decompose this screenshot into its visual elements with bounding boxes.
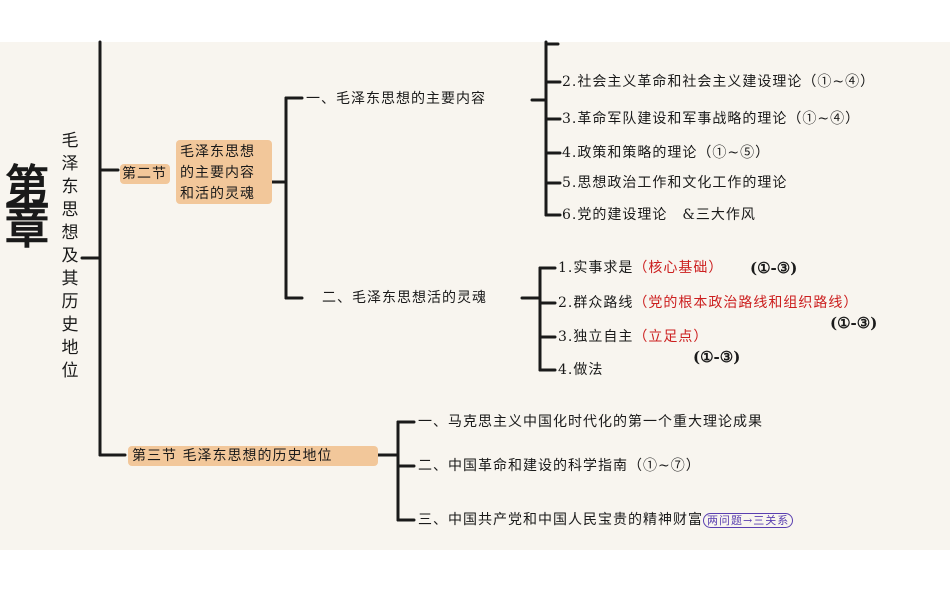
section2-title-line: 的主要内容 (180, 165, 255, 181)
section3-title-text: 毛泽东思想的历史地位 (182, 448, 333, 464)
section2-title-line: 毛泽东思想 (180, 144, 255, 160)
branch2-item-text: 2.群众路线 (558, 295, 634, 311)
branch2-item: 1.实事求是（核心基础） (558, 260, 723, 277)
chapter-char: 章 (5, 203, 49, 254)
branch2-item-text: 3.独立自主 (558, 329, 634, 345)
branch2-item-note: （党的根本政治路线和组织路线） (633, 295, 859, 311)
section3-tip: 两问题→三关系 (703, 513, 794, 528)
branch1-item: 2.社会主义革命和社会主义建设理论（①~④） (562, 74, 876, 90)
section3-label: 第三节 (132, 448, 177, 464)
branch2-item: 3.独立自主（立足点） (558, 329, 708, 346)
section2-label-highlight (120, 164, 170, 184)
branch2-item: 2.群众路线（党的根本政治路线和组织路线） (558, 295, 858, 312)
branch1-item: 3.革命军队建设和军事战略的理论（①~④） (562, 111, 861, 127)
section2-title-highlight (176, 140, 272, 204)
section2-title: 毛泽东思想 的主要内容 和活的灵魂 (180, 142, 255, 205)
subtitle-char: 位 (61, 361, 79, 381)
branch2-item-range: (①-③) (750, 259, 798, 277)
branch2-title: 二、毛泽东思想活的灵魂 (322, 290, 487, 306)
section3-item: 三、中国共产党和中国人民宝贵的精神财富两问题→三关系 (418, 512, 794, 529)
branch2-item: 4.做法 (558, 362, 603, 379)
branch2-item-text: 4.做法 (558, 362, 604, 378)
section3-item-text: 三、中国共产党和中国人民宝贵的精神财富 (418, 512, 703, 528)
branch2-item-range: (①-③) (693, 348, 741, 366)
subtitle-char: 思 (61, 200, 79, 220)
section2-label: 第二节 (122, 166, 167, 182)
subtitle-char: 及 (61, 246, 79, 266)
section3-title: 第三节 毛泽东思想的历史地位 (132, 448, 332, 465)
branch2-item-range: (①-③) (830, 314, 878, 332)
branch2-item-text: 1.实事求是 (558, 260, 634, 276)
chapter-title: 第 一 章 (2, 165, 52, 254)
subtitle-char: 地 (61, 338, 79, 358)
subtitle-char: 毛 (61, 131, 79, 151)
subtitle-char: 泽 (61, 154, 79, 174)
branch2-item-note: （立足点） (633, 329, 709, 345)
subtitle-char: 东 (61, 177, 79, 197)
branch1-item: 6.党的建设理论 &三大作风 (562, 207, 756, 223)
branch1-item: 4.政策和策略的理论（①~⑤） (562, 145, 771, 161)
section3-item: 一、马克思主义中国化时代化的第一个重大理论成果 (418, 414, 763, 430)
branch2-item-note: （核心基础） (633, 260, 724, 276)
section2-title-line: 和活的灵魂 (180, 186, 255, 202)
branch1-title: 一、毛泽东思想的主要内容 (306, 91, 486, 107)
subtitle-char: 史 (61, 315, 79, 335)
chapter-subtitle: 毛泽东思想及其历史地位 (58, 130, 82, 383)
section3-item: 二、中国革命和建设的科学指南（①~⑦） (418, 458, 701, 474)
subtitle-char: 历 (61, 292, 79, 312)
subtitle-char: 其 (61, 269, 79, 289)
section3-title-highlight (128, 446, 378, 466)
branch1-item: 5.思想政治工作和文化工作的理论 (562, 175, 788, 191)
subtitle-char: 想 (61, 223, 79, 243)
